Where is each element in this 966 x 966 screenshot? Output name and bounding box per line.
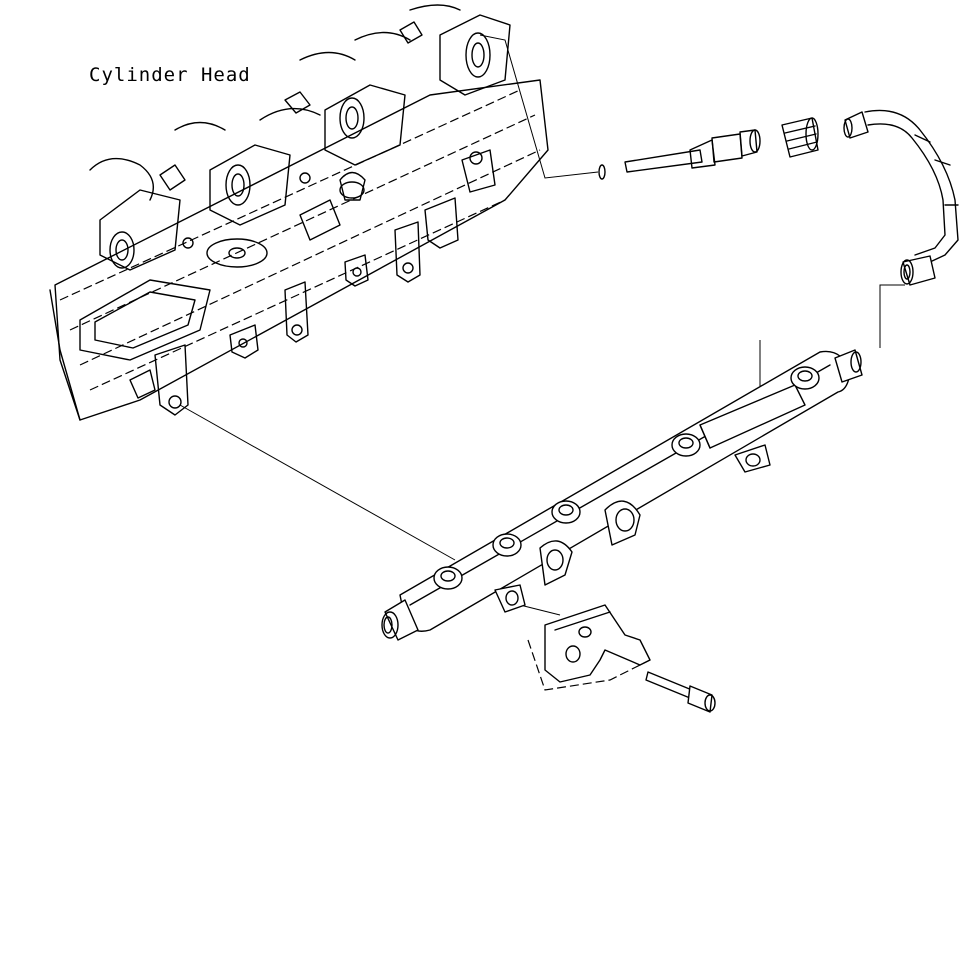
rocker-pedestal-1	[99, 189, 181, 271]
common-rail	[381, 349, 863, 641]
mounting-bolt	[645, 671, 716, 713]
rocker-pedestal-2	[209, 144, 291, 226]
rail-outlet-4	[671, 433, 701, 457]
rocker-pedestal-3	[324, 84, 406, 166]
leader-lines	[179, 34, 905, 616]
rocker-pedestal-4	[439, 14, 511, 96]
rail-outlet-5	[790, 366, 820, 390]
rail-outlet-2	[492, 533, 522, 557]
rail-mount-lug-4	[734, 444, 771, 473]
cylinder-head	[49, 4, 549, 421]
rail-outlet-3	[551, 500, 581, 524]
rail-mount-lug-3	[494, 584, 526, 613]
rail-mount-lug-2	[604, 500, 641, 546]
rail-mount-lug-1	[539, 540, 573, 586]
fitting-nut	[781, 117, 819, 158]
rail-outlet-1	[433, 566, 463, 590]
injector-connector-tube	[598, 129, 761, 180]
cylinder-head-label: Cylinder Head	[89, 64, 251, 86]
rail-bracket	[527, 604, 651, 691]
fuel-supply-pipe	[843, 109, 959, 286]
